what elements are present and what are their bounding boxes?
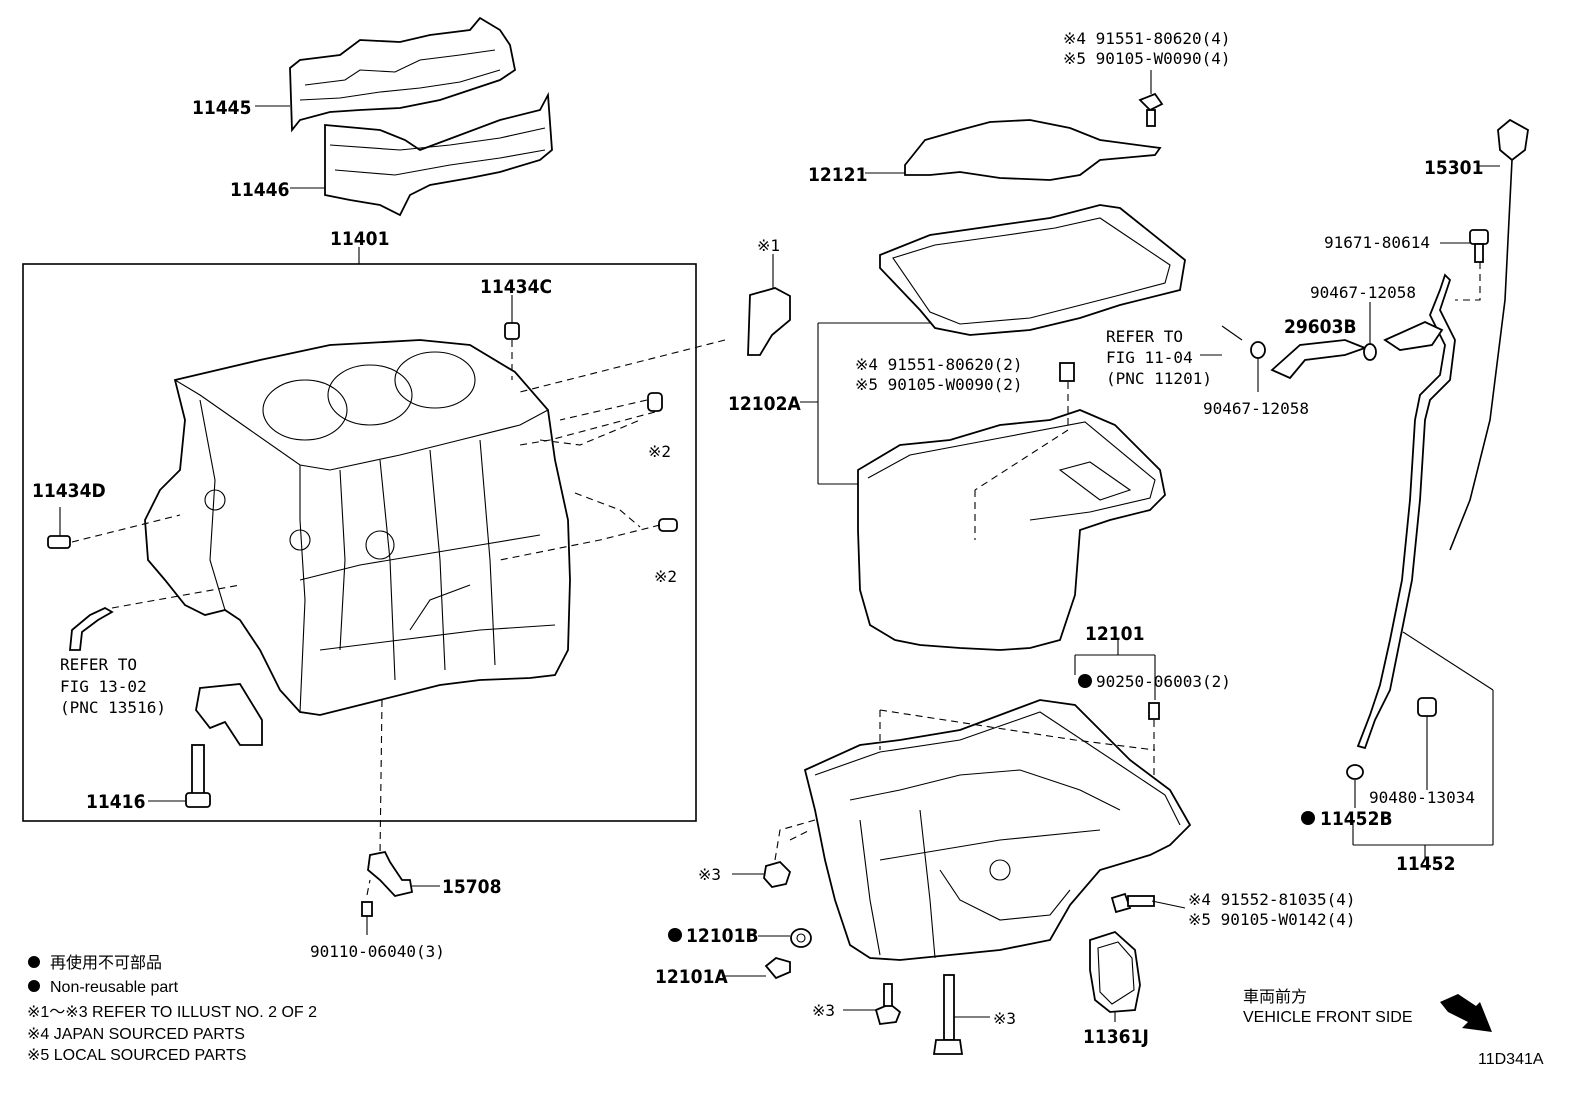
label-refer-11-04-fig: FIG 11-04 xyxy=(1106,348,1193,367)
label-mark-1: ※1 xyxy=(757,236,780,255)
nonreusable-dot-icon xyxy=(668,928,682,942)
label-top-bolt-local: ※5 90105-W0090(4) xyxy=(1063,49,1231,68)
label-12101B: 12101B xyxy=(686,925,759,947)
label-90467-top: 90467-12058 xyxy=(1310,283,1416,302)
legend-refer-illust: ※1～※3 REFER TO ILLUST NO. 2 OF 2 xyxy=(27,1004,317,1021)
label-11434D: 11434D xyxy=(32,480,106,502)
legend-japan-sourced: ※4 JAPAN SOURCED PARTS xyxy=(27,1026,245,1043)
label-15708: 15708 xyxy=(442,876,501,898)
label-refer-13-02: REFER TO xyxy=(60,655,137,674)
label-11452B: 11452B xyxy=(1320,808,1393,830)
label-11434C: 11434C xyxy=(480,276,552,298)
label-15301: 15301 xyxy=(1424,157,1483,179)
label-refer-11-04-pnc: (PNC 11201) xyxy=(1106,369,1212,388)
label-mark-2-upper: ※2 xyxy=(648,442,671,461)
label-90110: 90110-06040(3) xyxy=(310,942,445,961)
legend-local-sourced: ※5 LOCAL SOURCED PARTS xyxy=(27,1047,246,1064)
cylinder-block-drawing xyxy=(144,339,571,716)
label-90467-bottom: 90467-12058 xyxy=(1203,399,1309,418)
label-refer-13-02-fig: FIG 13-02 xyxy=(60,677,147,696)
label-12101: 12101 xyxy=(1085,623,1144,645)
label-11445: 11445 xyxy=(192,97,251,119)
label-refer-11-04: REFER TO xyxy=(1106,327,1183,346)
label-top-bolt-japan: ※4 91551-80620(4) xyxy=(1063,29,1231,48)
label-11401: 11401 xyxy=(330,228,389,250)
legend-jp-nonreusable: 再使用不可部品 xyxy=(50,954,162,972)
label-11446: 11446 xyxy=(230,179,289,201)
nonreusable-dot-icon xyxy=(1301,811,1315,825)
label-refer-13-02-pnc: (PNC 13516) xyxy=(60,698,166,717)
label-90250: 90250-06003(2) xyxy=(1096,672,1231,691)
label-low-bolt-japan: ※4 91552-81035(4) xyxy=(1188,890,1356,909)
label-mark-2-lower: ※2 xyxy=(654,567,677,586)
label-29603B: 29603B xyxy=(1284,316,1357,338)
label-11452: 11452 xyxy=(1396,853,1455,875)
label-90480: 90480-13034 xyxy=(1369,788,1475,807)
insulator-11446-drawing xyxy=(324,91,553,217)
direction-en: VEHICLE FRONT SIDE xyxy=(1243,1009,1413,1026)
oil-pan-12101-drawing xyxy=(803,699,1192,961)
legend-nonreusable: Non-reusable part xyxy=(50,979,179,996)
label-11361J: 11361J xyxy=(1083,1026,1149,1048)
label-mark-3-nut: ※3 xyxy=(698,865,721,884)
label-12101A: 12101A xyxy=(655,966,728,988)
diagram-code: 11D341A xyxy=(1478,1051,1544,1068)
label-mark-3-bolt: ※3 xyxy=(812,1001,835,1020)
label-mid-bolt-japan: ※4 91551-80620(2) xyxy=(855,355,1023,374)
label-low-bolt-local: ※5 90105-W0142(4) xyxy=(1188,910,1356,929)
label-mark-3-long-bolt: ※3 xyxy=(993,1009,1016,1028)
label-12121: 12121 xyxy=(808,164,867,186)
vehicle-front-arrow xyxy=(1440,994,1492,1032)
legend-dot-icon xyxy=(28,980,40,992)
label-91671: 91671-80614 xyxy=(1324,233,1430,252)
label-11416: 11416 xyxy=(86,791,145,813)
direction-jp: 車両前方 xyxy=(1243,988,1307,1006)
nonreusable-dot-icon xyxy=(1078,674,1092,688)
label-12102A: 12102A xyxy=(728,393,801,415)
legend-dot-icon xyxy=(28,956,40,968)
insulator-11445-drawing xyxy=(289,16,517,133)
label-mid-bolt-local: ※5 90105-W0090(2) xyxy=(855,375,1023,394)
